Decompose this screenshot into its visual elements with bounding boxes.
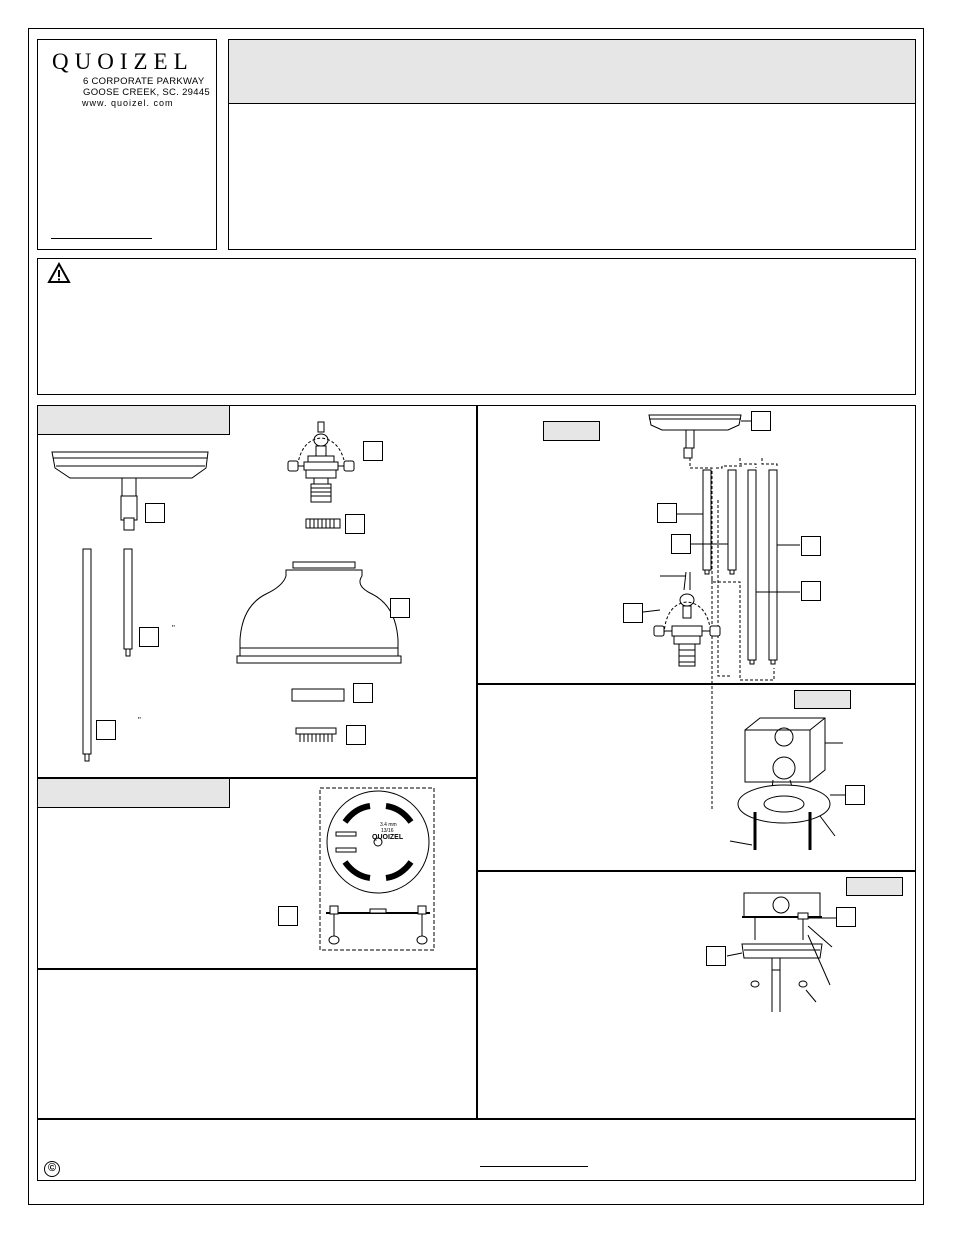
- step-tag-2: [794, 690, 851, 709]
- address-line-1: 6 CORPORATE PARKWAY: [83, 76, 205, 87]
- callout-assembly-socket: [623, 603, 643, 623]
- company-website: www. quoizel. com: [82, 98, 174, 108]
- socket-assembly-drawing: [288, 422, 354, 502]
- callout-assembly-rod-c: [801, 536, 821, 556]
- company-logo: QUOIZEL: [52, 49, 194, 74]
- callout-socket-assembly: [363, 441, 383, 461]
- callout-canopy-screw: [836, 907, 856, 927]
- socket-ring-drawing: [306, 519, 340, 528]
- callout-canopy: [145, 503, 165, 523]
- canopy-step-section: [477, 871, 916, 1119]
- canopy-attach-diagram: [727, 893, 836, 1012]
- callout-mounting-plate-2: [845, 785, 865, 805]
- callout-assembly-rod-d: [801, 581, 821, 601]
- short-rod-drawing: [124, 549, 132, 649]
- warning-triangle-icon: [47, 262, 71, 283]
- spacer-drawing: [292, 689, 344, 701]
- callout-spacer: [353, 683, 373, 703]
- signature-line: [51, 238, 152, 239]
- callout-shade: [390, 598, 410, 618]
- mounting-plate-drawing: [326, 791, 430, 944]
- parts-list-heading: [37, 405, 230, 435]
- company-info-box: [37, 39, 217, 250]
- notes-section: [37, 969, 477, 1119]
- assembly-step-section: [477, 405, 916, 684]
- footer-underline: [480, 1166, 588, 1167]
- warning-box: [37, 258, 916, 395]
- step-tag-1: [543, 421, 600, 441]
- short-rod-length-mark: ": [172, 624, 175, 633]
- assembly-diagram: [643, 415, 800, 810]
- page-frame: [28, 28, 924, 1205]
- callout-assembly-rod-a: [657, 503, 677, 523]
- product-title-bar: [228, 39, 916, 104]
- callout-mounting-plate: [278, 906, 298, 926]
- callout-finial: [346, 725, 366, 745]
- finial-drawing: [296, 728, 336, 742]
- callout-short-rod: [139, 627, 159, 647]
- long-rod-drawing: [83, 549, 91, 754]
- copyright-symbol: ©: [44, 1161, 60, 1177]
- canopy-drawing: [52, 452, 208, 530]
- step-tag-3: [846, 877, 903, 896]
- address-line-2: GOOSE CREEK, SC. 29445: [83, 87, 210, 98]
- parts-list-section: [37, 405, 477, 778]
- callout-ring: [345, 514, 365, 534]
- callout-canopy-attach: [706, 946, 726, 966]
- glass-shade-drawing: [237, 562, 401, 663]
- plate-size-imperial: 13/16: [381, 828, 394, 834]
- callout-long-rod: [96, 720, 116, 740]
- callout-assembly-canopy: [751, 411, 771, 431]
- canopy-plate-section: [37, 778, 477, 969]
- callout-assembly-rod-b: [671, 534, 691, 554]
- footer-box: [37, 1119, 916, 1181]
- junction-box-diagram: [730, 718, 845, 850]
- canopy-plate-heading: [37, 778, 230, 808]
- mounting-step-section: [477, 684, 916, 871]
- plate-brand: QUOIZEL: [372, 834, 404, 841]
- long-rod-length-mark: ": [138, 716, 141, 725]
- plate-size-metric: 3.4 mm: [380, 822, 397, 828]
